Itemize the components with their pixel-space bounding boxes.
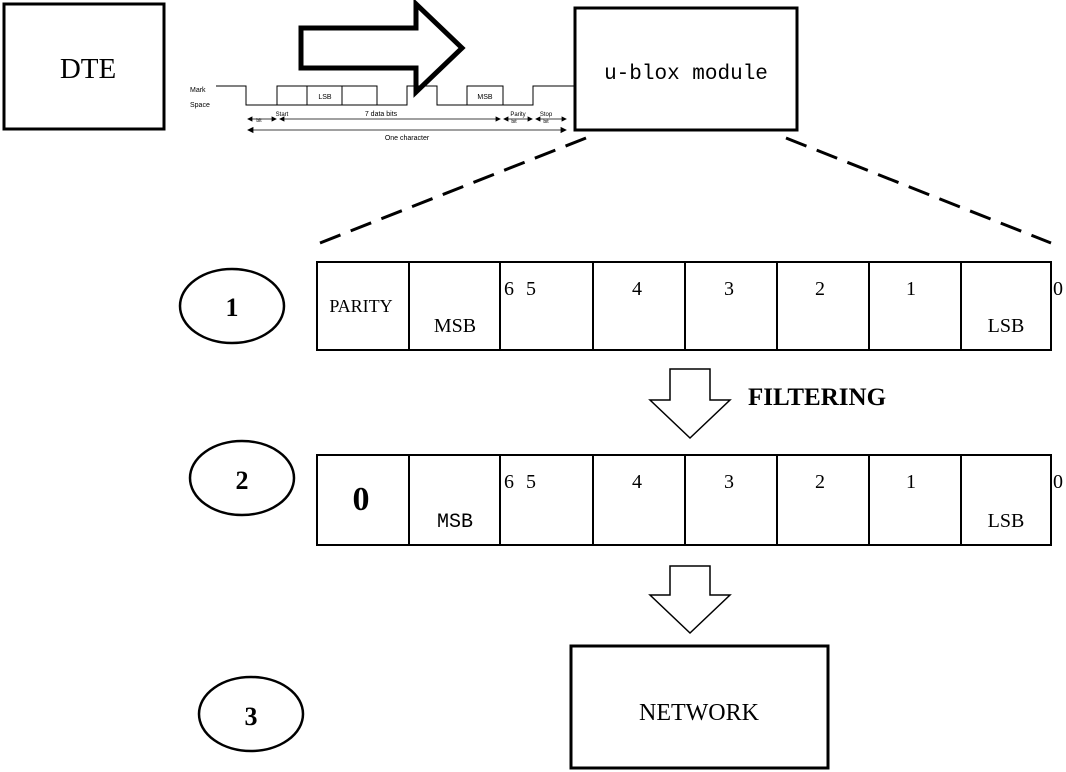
mark-label: Mark (190, 87, 206, 94)
bit-row-1: PARITY MSB LSB 6 5 4 3 2 1 0 (316, 261, 1063, 351)
row2-bit-1: 1 (906, 471, 916, 493)
network-arrow (648, 565, 732, 635)
space-label: Space (190, 102, 210, 109)
row2-bit-3: 3 (724, 471, 734, 493)
row2-bit-5: 5 (526, 471, 536, 493)
row2-msb-label: MSB (437, 511, 473, 534)
row1-bit-4: 4 (632, 278, 642, 300)
row1-parity-cell: PARITY (329, 296, 392, 316)
filtering-arrow: FILTERING (648, 368, 886, 440)
wave-lsb-label: LSB (318, 94, 332, 101)
stop-bit-label: bit (543, 119, 549, 125)
row1-bit-1: 1 (906, 278, 916, 300)
row1-msb-label: MSB (434, 315, 476, 337)
transfer-arrow (298, 0, 466, 98)
dte-block: DTE (2, 2, 166, 131)
module-label: u-blox module (604, 63, 768, 86)
row2-bit-4: 4 (632, 471, 642, 493)
stop-label: Stop (540, 112, 553, 118)
step-2-badge: 2 (188, 439, 296, 517)
row2-zero-cell: 0 (353, 481, 370, 518)
step-3-number: 3 (245, 702, 258, 731)
row2-bit-0: 0 (1053, 471, 1063, 493)
row1-bit-2: 2 (815, 278, 825, 300)
row1-lsb-label: LSB (988, 315, 1025, 337)
network-label: NETWORK (639, 700, 760, 726)
step-1-number: 1 (226, 293, 239, 322)
zoom-lines (319, 136, 1052, 245)
row1-bit-3: 3 (724, 278, 734, 300)
filtering-label: FILTERING (748, 384, 886, 411)
row1-bit-5: 5 (526, 278, 536, 300)
row1-bit-6: 6 (504, 278, 514, 300)
network-block: NETWORK (569, 644, 830, 770)
parity-label: Parity (510, 112, 525, 118)
module-block: u-blox module (573, 6, 799, 132)
parity-bit-label: bit (511, 119, 517, 125)
dte-label: DTE (60, 53, 116, 85)
start-bit-label: bit (256, 118, 262, 124)
step-1-badge: 1 (178, 267, 286, 345)
serial-waveform: Mark Space LSB MSB Start 7 data bits Par… (190, 85, 574, 142)
row2-bit-2: 2 (815, 471, 825, 493)
bit-row-2: 0 MSB LSB 6 5 4 3 2 1 0 (316, 454, 1063, 546)
row2-bit-6: 6 (504, 471, 514, 493)
wave-msb-label: MSB (477, 94, 493, 101)
start-label: Start (276, 112, 289, 118)
step-3-badge: 3 (197, 675, 305, 753)
step-2-number: 2 (236, 466, 249, 495)
row1-bit-0: 0 (1053, 278, 1063, 300)
row2-lsb-label: LSB (988, 510, 1025, 532)
data-bits-label: 7 data bits (365, 111, 398, 118)
one-character-label: One character (385, 135, 430, 142)
